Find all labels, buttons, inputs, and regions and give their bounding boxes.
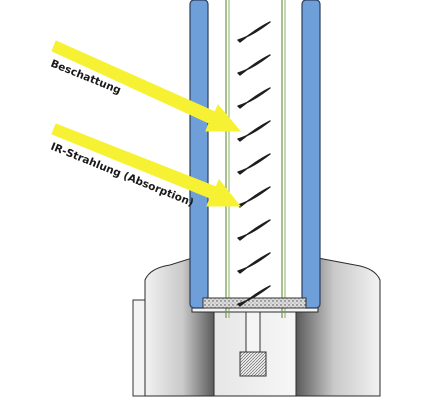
blind-louvers	[237, 21, 271, 307]
louver-slat	[237, 252, 271, 274]
arrow-ir	[51, 123, 242, 207]
frame-left-profile	[144, 257, 215, 397]
frame-base	[132, 257, 381, 397]
louver-slat	[237, 87, 271, 109]
louver-slat	[237, 219, 271, 241]
louver-slat	[237, 285, 271, 307]
frame-right-profile	[295, 257, 381, 397]
louver-slat	[237, 186, 271, 208]
louver-slat	[237, 21, 271, 43]
fitting-stem	[245, 311, 261, 353]
inner-glass-lines	[225, 0, 286, 318]
louver-slat	[237, 120, 271, 142]
louver-slat	[237, 153, 271, 175]
glass-pane-right	[301, 0, 321, 309]
louver-slat	[237, 54, 271, 76]
arrow-shading	[51, 40, 242, 132]
arrow-shading-icon	[51, 40, 242, 132]
fitting-thread	[239, 351, 267, 377]
glass-pane-left	[189, 0, 209, 309]
spacer-bar	[202, 297, 307, 309]
arrow-ir-icon	[51, 123, 242, 207]
